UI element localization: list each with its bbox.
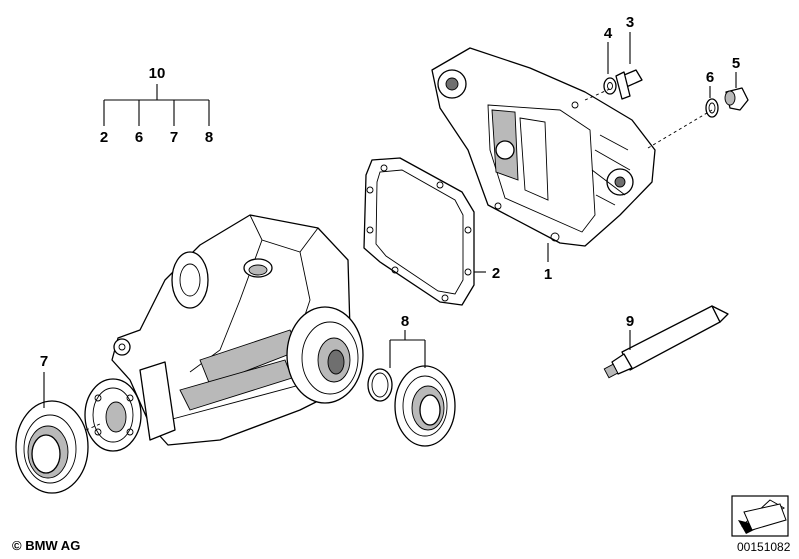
callout-2[interactable]: 2 — [492, 265, 500, 282]
callout-7-list[interactable]: 7 — [170, 129, 178, 146]
callout-1[interactable]: 1 — [544, 266, 552, 283]
callout-7[interactable]: 7 — [40, 353, 48, 370]
part-1-rear-cover[interactable]: 1 — [431, 47, 656, 283]
callout-2-list[interactable]: 2 — [100, 129, 108, 146]
callout-10[interactable]: 10 — [149, 65, 166, 82]
diagram-id: 00151082 — [737, 540, 791, 554]
differential-housing[interactable] — [84, 214, 364, 452]
part-7-shaft-seal[interactable]: 7 — [15, 353, 89, 494]
callout-9[interactable]: 9 — [626, 313, 634, 330]
copyright-text: © BMW AG — [12, 538, 81, 553]
callout-6[interactable]: 6 — [706, 69, 714, 86]
callout-6-list[interactable]: 6 — [135, 129, 143, 146]
part-3-bolt[interactable]: 3 — [615, 14, 643, 100]
callout-3[interactable]: 3 — [626, 14, 634, 31]
callout-4[interactable]: 4 — [604, 25, 613, 42]
group-10-bracket: 10 2 6 7 8 — [100, 65, 213, 146]
part-8-seal-set[interactable]: 8 — [367, 313, 456, 447]
callout-8-list[interactable]: 8 — [205, 129, 213, 146]
part-6-seal-ring[interactable]: 6 — [705, 69, 719, 118]
part-9-sealant-tube[interactable]: 9 — [603, 305, 729, 379]
arrow-box-icon — [731, 495, 789, 537]
callout-5[interactable]: 5 — [732, 55, 740, 72]
part-5-plug[interactable]: 5 — [724, 55, 749, 111]
part-2-gasket[interactable]: 2 — [363, 157, 500, 306]
part-4-washer[interactable]: 4 — [603, 25, 617, 95]
callout-8[interactable]: 8 — [401, 313, 409, 330]
